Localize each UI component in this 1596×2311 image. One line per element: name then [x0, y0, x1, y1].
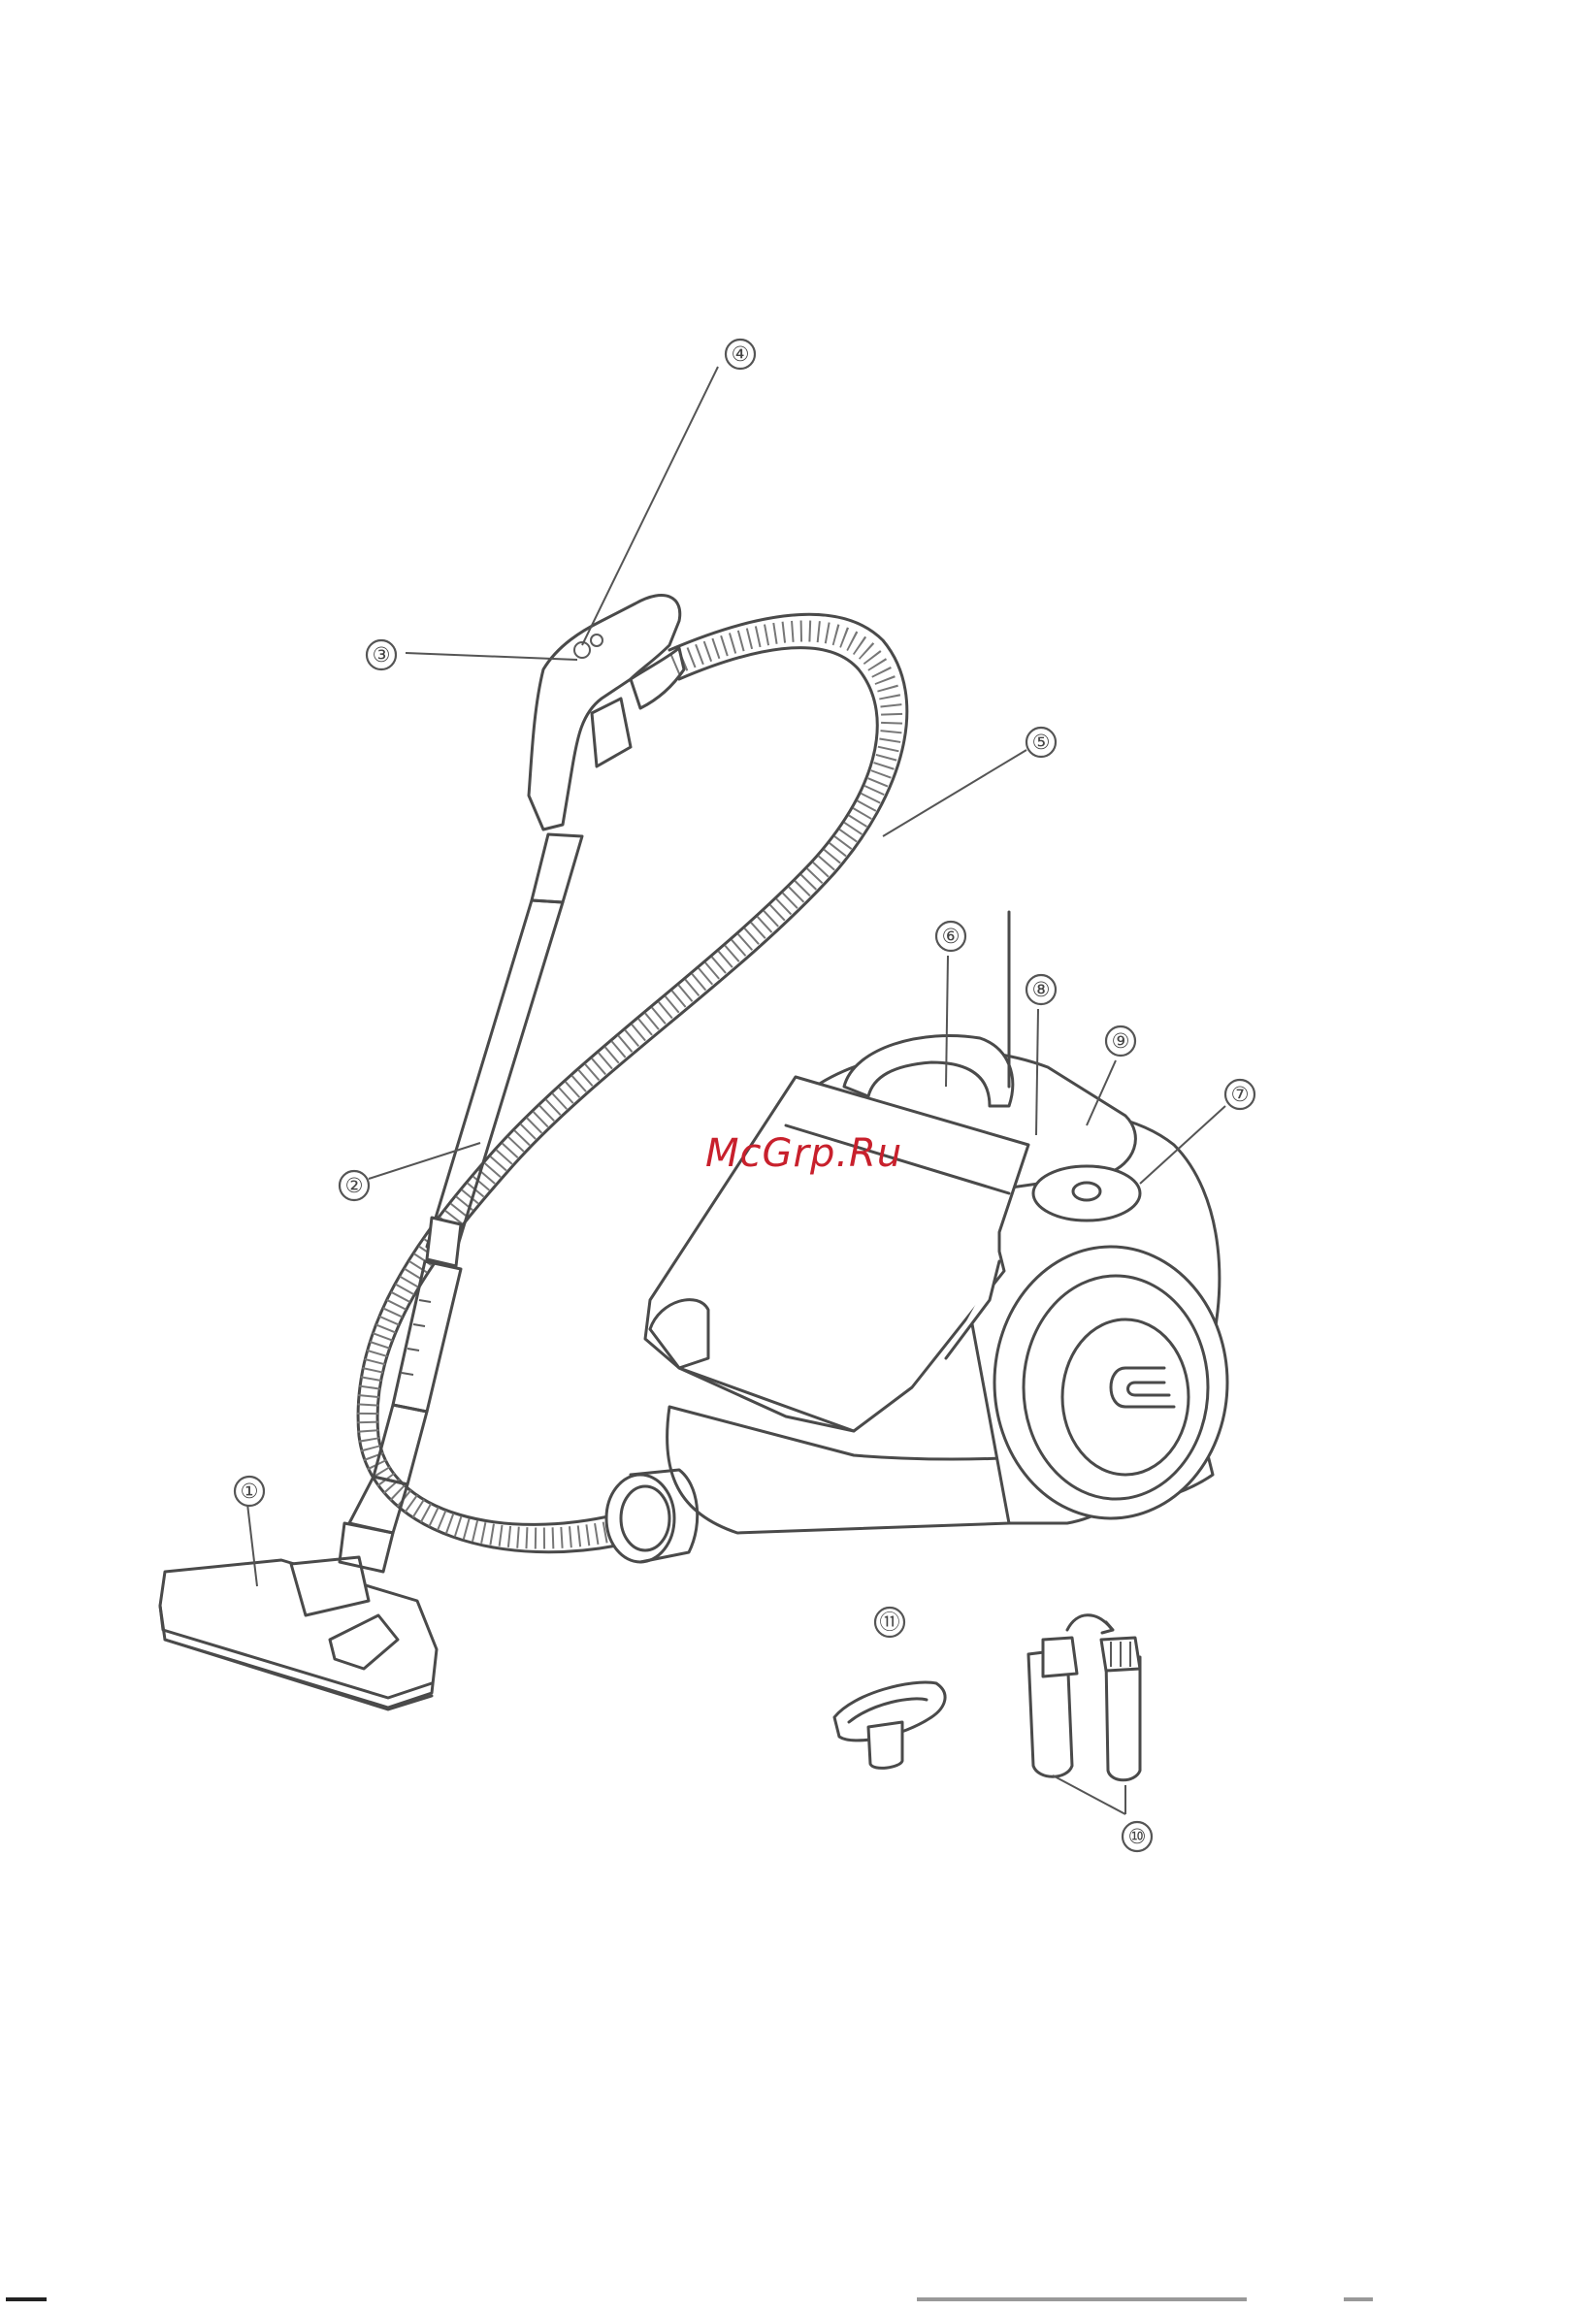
callout-8-label: ⑧	[1032, 978, 1051, 1001]
floor-brush	[160, 1523, 437, 1709]
upholstery-nozzle	[834, 1682, 945, 1768]
callout-10-label: ⑩	[1128, 1825, 1147, 1848]
callout-6-label: ⑥	[942, 925, 961, 948]
callout-1: ①	[235, 1477, 264, 1506]
callout-1-label: ①	[241, 1480, 259, 1503]
leader-10a	[1053, 1775, 1125, 1814]
handle-and-tube	[349, 596, 684, 1533]
callout-7-label: ⑦	[1231, 1083, 1250, 1106]
callout-3: ③	[367, 640, 396, 669]
callout-8: ⑧	[1026, 975, 1056, 1004]
footer-artifact-right	[1344, 2297, 1373, 2301]
callout-6: ⑥	[936, 922, 965, 951]
callout-7: ⑦	[1225, 1080, 1254, 1109]
main-body	[606, 912, 1227, 1562]
footer-artifact-center	[917, 2297, 1247, 2301]
watermark: McGrp.Ru	[705, 1131, 902, 1176]
callout-9: ⑨	[1106, 1026, 1135, 1056]
callout-11: ⑪	[875, 1608, 904, 1637]
leader-2	[369, 1143, 480, 1179]
callout-5: ⑤	[1026, 728, 1056, 757]
callout-4: ④	[726, 340, 755, 369]
callout-4-label: ④	[732, 342, 750, 366]
callout-5-label: ⑤	[1032, 731, 1051, 754]
crevice-brush-tools	[1028, 1615, 1140, 1780]
footer-artifact-left	[6, 2297, 47, 2301]
callout-2-label: ②	[345, 1174, 364, 1197]
callout-3-label: ③	[373, 643, 391, 667]
callout-9-label: ⑨	[1112, 1029, 1130, 1053]
callout-11-label: ⑪	[880, 1611, 900, 1634]
callout-10: ⑩	[1123, 1822, 1152, 1851]
leader-5	[883, 750, 1026, 836]
callout-2: ②	[340, 1171, 369, 1200]
